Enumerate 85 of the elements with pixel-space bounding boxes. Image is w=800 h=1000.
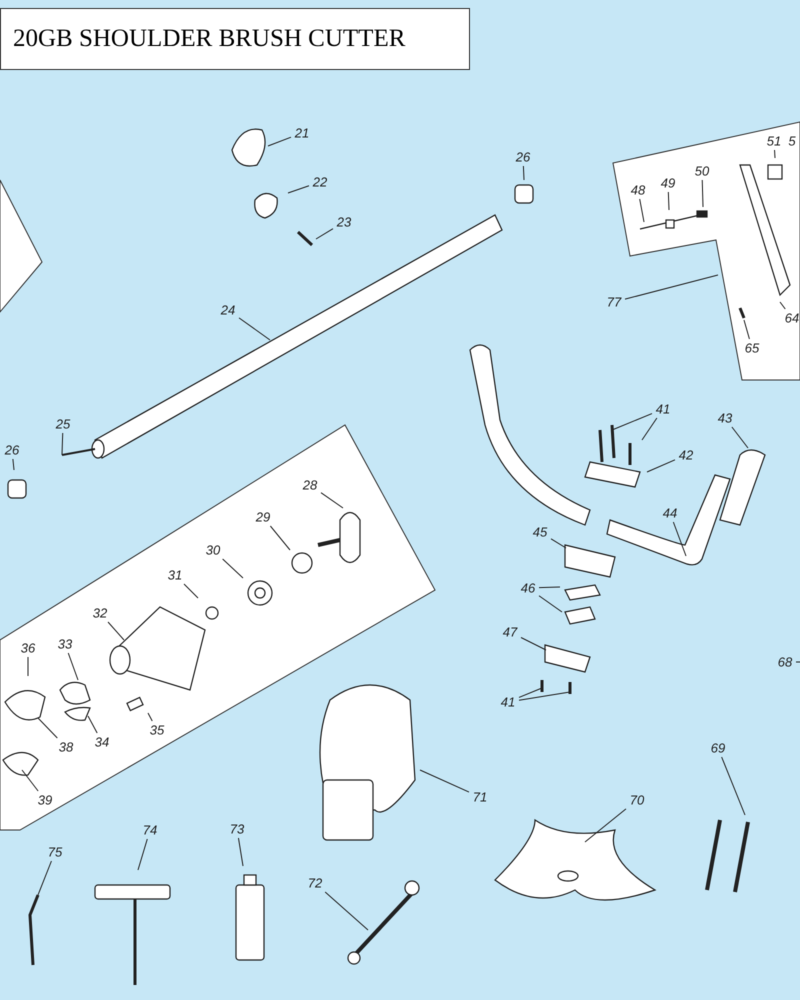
leader-line: [668, 192, 670, 210]
callout-number: 48: [630, 184, 646, 196]
leader-line: [538, 595, 562, 612]
callout-number: 23: [336, 216, 352, 228]
leader-line: [238, 838, 244, 866]
leader-line: [731, 426, 748, 448]
leader-line: [612, 413, 652, 430]
callout-number: 39: [38, 794, 52, 806]
leader-line: [316, 228, 334, 240]
leader-line: [646, 459, 676, 472]
callout-number: 29: [256, 510, 270, 524]
leader-line: [12, 458, 14, 470]
leader-line: [522, 166, 524, 180]
leader-line: [148, 712, 153, 722]
callout-number: 43: [718, 412, 732, 424]
callout-number: 50: [694, 164, 710, 178]
callout-number: 26: [4, 444, 20, 456]
callout-number: 77: [606, 296, 622, 308]
leader-line: [108, 622, 124, 640]
leader-line: [538, 586, 560, 588]
callout-number: 47: [502, 626, 518, 638]
callout-number: 69: [710, 742, 726, 754]
leader-line: [518, 692, 570, 701]
title: 20GB SHOULDER BRUSH CUTTER: [13, 24, 406, 54]
callout-number: 65: [744, 342, 760, 354]
callout-number: 49: [660, 176, 676, 190]
leader-line: [62, 432, 64, 456]
callout-number: 46: [520, 582, 536, 594]
callout-number: 28: [302, 478, 318, 492]
leader-line: [38, 860, 52, 896]
callout-number: 22: [312, 176, 328, 188]
callout-number: 44: [662, 506, 678, 520]
leader-line: [639, 198, 644, 222]
leader-line: [270, 526, 290, 550]
leader-line: [624, 274, 718, 300]
callout-number: 33: [58, 638, 72, 650]
leader-line: [550, 538, 566, 548]
callout-number: 26: [516, 150, 530, 164]
callout-number: 38: [58, 740, 74, 754]
leader-line: [184, 584, 198, 598]
callout-number: 36: [20, 642, 36, 654]
callout-number: 24: [220, 304, 236, 316]
callout-number: 30: [206, 544, 220, 556]
callout-number: 74: [142, 824, 158, 836]
leader-line: [222, 558, 244, 578]
leader-line: [420, 770, 470, 793]
callout-number: 64: [784, 312, 800, 324]
callout-number: 41: [500, 696, 516, 708]
callout-number: 73: [230, 822, 244, 836]
leader-line: [744, 320, 750, 340]
callout-number: 35: [150, 724, 164, 736]
callout-number: 51: [766, 134, 782, 148]
callout-number: 42: [678, 448, 694, 462]
leader-line: [138, 838, 148, 870]
leader-line: [702, 180, 704, 208]
leader-line: [520, 637, 546, 650]
callout-number: 68: [778, 656, 792, 668]
leader-line: [672, 522, 686, 556]
leader-line: [320, 492, 344, 508]
leader-line: [88, 716, 98, 734]
callout-number: 41: [656, 402, 670, 416]
callout-number: 71: [472, 790, 488, 804]
leader-line: [238, 317, 270, 340]
callout-number: 34: [94, 736, 110, 748]
leader-line: [288, 185, 310, 194]
leader-line: [721, 756, 746, 816]
callout-number: 45: [532, 526, 548, 538]
callout-number: 32: [92, 606, 108, 620]
callout-number: 25: [56, 418, 70, 430]
leader-line: [38, 718, 58, 738]
leader-line: [22, 770, 39, 792]
leader-line: [518, 688, 542, 698]
callout-number: 72: [308, 876, 322, 890]
leader-line: [642, 418, 658, 440]
leader-line: [268, 136, 292, 146]
leader-line: [68, 652, 78, 680]
callout-number: 75: [48, 846, 62, 858]
callout-number: 21: [294, 126, 310, 140]
callout-number: 70: [630, 794, 644, 806]
callout-number: 5: [788, 134, 796, 148]
leader-line: [584, 808, 626, 842]
leader-line: [774, 150, 776, 158]
callout-number: 31: [168, 568, 182, 582]
leader-line: [780, 302, 786, 310]
leader-line: [324, 892, 368, 930]
